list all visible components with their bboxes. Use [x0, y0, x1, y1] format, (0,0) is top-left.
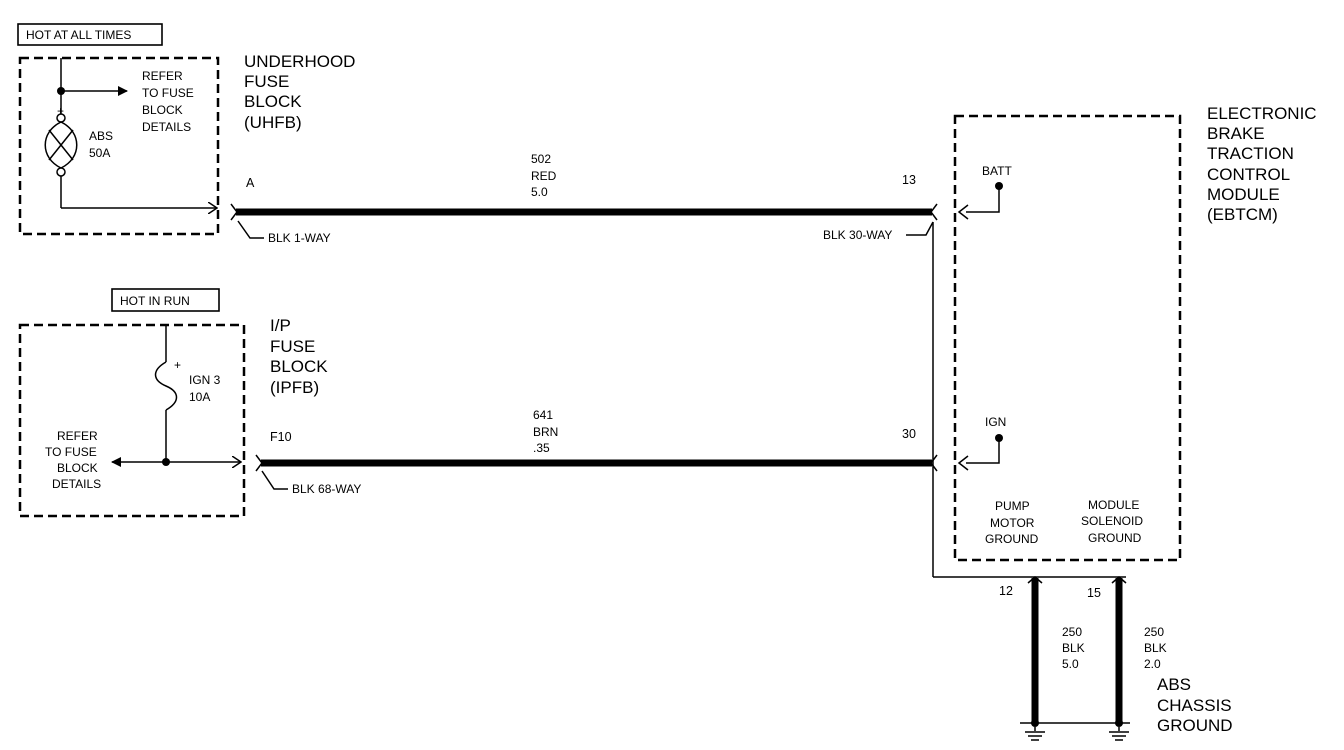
- ebtcm-box: [953, 114, 1182, 562]
- svg-text:TO FUSE: TO FUSE: [45, 445, 97, 459]
- svg-text:5.0: 5.0: [1062, 657, 1079, 671]
- hot-at-all-times-tag: [17, 23, 163, 46]
- ebtcm-connector-label: BLK 30-WAY: [823, 228, 892, 242]
- svg-text:ELECTRONIC: ELECTRONIC: [1207, 104, 1317, 123]
- svg-text:REFER: REFER: [142, 69, 183, 83]
- svg-text:ABS: ABS: [1157, 675, 1191, 694]
- ign-input-wire: [966, 438, 1000, 464]
- svg-text:I/P: I/P: [270, 316, 291, 335]
- svg-text:641: 641: [533, 408, 553, 422]
- ipfb-title: I/P FUSE BLOCK (IPFB): [270, 316, 328, 397]
- svg-text:REFER: REFER: [57, 429, 98, 443]
- svg-text:BLOCK: BLOCK: [244, 92, 302, 111]
- ipfb-section: HOT IN RUN + IGN 3 10A REFER TO FUSE BLO…: [18, 288, 361, 518]
- uhfb-section: HOT AT ALL TIMES + ABS 50A REFER TO FUSE…: [17, 23, 355, 245]
- ign-wire: 641 BRN .35: [255, 408, 938, 472]
- svg-text:MODULE: MODULE: [1207, 185, 1280, 204]
- ebtcm-title: ELECTRONIC BRAKE TRACTION CONTROL MODULE…: [1207, 104, 1317, 224]
- svg-text:UNDERHOOD: UNDERHOOD: [244, 52, 355, 71]
- ign3-fuse-rating: 10A: [189, 390, 210, 404]
- svg-text:SOLENOID: SOLENOID: [1081, 514, 1143, 528]
- svg-text:RED: RED: [531, 169, 557, 183]
- svg-text:(UHFB): (UHFB): [244, 113, 302, 132]
- pin-12-label: 12: [999, 584, 1013, 598]
- svg-text:BRN: BRN: [533, 425, 558, 439]
- hot-in-run-tag: [111, 288, 220, 312]
- svg-text:BLOCK: BLOCK: [142, 103, 183, 117]
- svg-text:CHASSIS: CHASSIS: [1157, 696, 1232, 715]
- svg-text:BLOCK: BLOCK: [57, 461, 98, 475]
- ign3-fuse-icon: [154, 361, 178, 411]
- svg-text:DETAILS: DETAILS: [52, 477, 101, 491]
- svg-text:CONTROL: CONTROL: [1207, 165, 1290, 184]
- uhfb-connector-label: BLK 1-WAY: [268, 231, 331, 245]
- svg-text:BLK: BLK: [1062, 641, 1085, 655]
- svg-text:2.0: 2.0: [1144, 657, 1161, 671]
- batt-input-chevron: [957, 204, 969, 220]
- ign-input-chevron: [957, 455, 969, 471]
- uhfb-connector-leader: [237, 220, 264, 239]
- svg-text:BRAKE: BRAKE: [1207, 124, 1265, 143]
- hot-in-run-label: HOT IN RUN: [120, 294, 190, 308]
- ebtcm-connector-leader: [906, 221, 934, 236]
- uhfb-refer-text: REFER TO FUSE BLOCK DETAILS: [142, 69, 194, 134]
- svg-text:(EBTCM): (EBTCM): [1207, 205, 1278, 224]
- svg-text:GROUND: GROUND: [1157, 716, 1233, 735]
- hot-at-all-times-label: HOT AT ALL TIMES: [26, 28, 131, 42]
- pin-13-label: 13: [902, 173, 916, 187]
- svg-text:5.0: 5.0: [531, 185, 548, 199]
- abs-fuse-polarity: +: [57, 104, 64, 118]
- abs-chassis-ground-label: ABS CHASSIS GROUND: [1157, 675, 1233, 735]
- svg-text:FUSE: FUSE: [244, 72, 289, 91]
- svg-text:(IPFB): (IPFB): [270, 378, 319, 397]
- svg-text:DETAILS: DETAILS: [142, 120, 191, 134]
- uhfb-terminal-label: A: [246, 176, 255, 190]
- abs-fuse-rating: 50A: [89, 146, 110, 160]
- svg-text:MOTOR: MOTOR: [990, 516, 1035, 530]
- svg-text:GROUND: GROUND: [985, 532, 1039, 546]
- ipfb-refer-text: REFER TO FUSE BLOCK DETAILS: [45, 429, 101, 491]
- ipfb-connector-label: BLK 68-WAY: [292, 482, 361, 496]
- batt-input-wire: [966, 186, 1000, 213]
- svg-text:502: 502: [531, 152, 551, 166]
- svg-text:TO FUSE: TO FUSE: [142, 86, 194, 100]
- uhfb-title: UNDERHOOD FUSE BLOCK (UHFB): [244, 52, 355, 132]
- svg-text:BLOCK: BLOCK: [270, 357, 328, 376]
- svg-text:GROUND: GROUND: [1088, 531, 1142, 545]
- svg-text:PUMP: PUMP: [995, 499, 1030, 513]
- ign-input-label: IGN: [985, 415, 1006, 429]
- batt-wire: 502 RED 5.0: [230, 152, 938, 221]
- ign3-fuse-name: IGN 3: [189, 373, 221, 387]
- abs-fuse-name: ABS: [89, 129, 113, 143]
- ground-icon: [1109, 719, 1129, 741]
- svg-text:MODULE: MODULE: [1088, 498, 1139, 512]
- ipfb-terminal-label: F10: [270, 430, 292, 444]
- pin-30-label: 30: [902, 427, 916, 441]
- svg-text:FUSE: FUSE: [270, 337, 315, 356]
- ign3-fuse-polarity: +: [174, 358, 181, 372]
- abs-fuse-icon: [44, 113, 78, 177]
- module-solenoid-ground-label: MODULE SOLENOID GROUND: [1081, 498, 1143, 545]
- ground-wires: 12 15 250 BLK 5.0 250 BLK 2.0 ABS CHASSI…: [999, 576, 1233, 741]
- batt-input-label: BATT: [982, 164, 1012, 178]
- pin-15-label: 15: [1087, 586, 1101, 600]
- svg-text:250: 250: [1144, 625, 1164, 639]
- ipfb-box: [18, 323, 246, 518]
- ipfb-connector-leader: [261, 470, 288, 490]
- uhfb-box: [18, 56, 220, 236]
- ebtcm-section: ELECTRONIC BRAKE TRACTION CONTROL MODULE…: [823, 104, 1317, 578]
- svg-text:.35: .35: [533, 441, 550, 455]
- pump-motor-ground-label: PUMP MOTOR GROUND: [985, 499, 1039, 546]
- svg-text:TRACTION: TRACTION: [1207, 144, 1294, 163]
- svg-text:BLK: BLK: [1144, 641, 1167, 655]
- ground-icon: [1025, 719, 1045, 741]
- svg-text:250: 250: [1062, 625, 1082, 639]
